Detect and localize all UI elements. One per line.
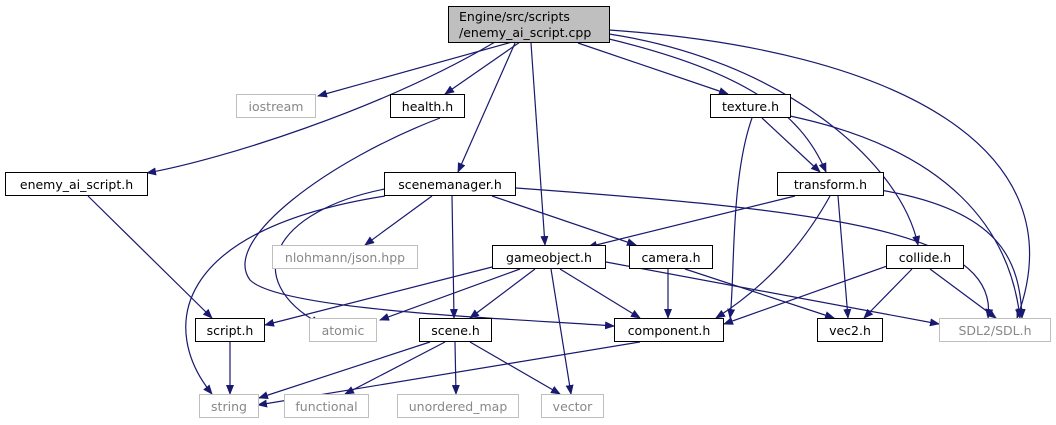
edge-gameobj-scene: [469, 268, 536, 319]
edge-collide-component: [723, 264, 891, 325]
node-camera-h[interactable]: camera.h: [629, 245, 713, 269]
edge-sm-camera: [491, 195, 637, 246]
edge-collide-vec2: [863, 268, 913, 319]
node-enemy-ai-script-cpp: Engine/src/scripts /enemy_ai_script.cpp: [448, 6, 610, 43]
edge-gameobj-script: [264, 264, 501, 327]
edge-gameobj-atomic: [379, 268, 521, 321]
node-sdl2-sdl-h: SDL2/SDL.h: [939, 318, 1051, 342]
edge-camera-vec2: [684, 268, 835, 319]
edge-root-texture: [577, 42, 729, 95]
edge-transform-component: [715, 195, 831, 319]
edge-texture-transform: [761, 117, 821, 173]
node-atomic: atomic: [309, 318, 377, 342]
edge-transform-gameobj: [587, 195, 796, 249]
edge-transform-vec2: [837, 195, 852, 319]
edge-scene-vector: [469, 341, 561, 395]
node-transform-h[interactable]: transform.h: [777, 172, 884, 196]
node-string: string: [199, 394, 259, 418]
edge-scene-unordered: [451, 341, 460, 395]
node-nlohmann-json-hpp: nlohmann/json.hpp: [272, 245, 418, 269]
node-functional: functional: [284, 394, 369, 418]
edge-enemyh-script: [87, 195, 213, 319]
edge-root-iostream: [317, 41, 513, 98]
edge-root-transform: [604, 37, 827, 173]
node-scenemanager-h[interactable]: scenemanager.h: [384, 172, 516, 196]
edge-sm-json: [364, 195, 433, 246]
edge-root-sdl: [608, 29, 1031, 319]
edge-scene-functional: [344, 341, 446, 395]
edge-scene-string: [258, 341, 431, 400]
edge-texture-sdl: [789, 115, 1023, 319]
node-enemy-ai-script-h[interactable]: enemy_ai_script.h: [5, 172, 148, 196]
root-label-path: Engine/src/scripts: [459, 8, 570, 24]
node-script-h[interactable]: script.h: [195, 318, 265, 342]
root-label-file: /enemy_ai_script.cpp: [459, 24, 592, 40]
edge-health-component: [244, 117, 615, 330]
node-collide-h[interactable]: collide.h: [886, 245, 964, 269]
edge-gameobj-sdl: [605, 261, 940, 327]
edge-gameobj-vector: [550, 268, 574, 395]
node-vec2-h[interactable]: vec2.h: [817, 318, 883, 342]
edge-root-scenemanager: [457, 42, 516, 173]
node-health-h[interactable]: health.h: [390, 94, 465, 118]
node-texture-h[interactable]: texture.h: [710, 94, 791, 118]
edge-root-enemy-ai-h: [146, 41, 496, 176]
edge-root-gameobject: [530, 42, 549, 246]
node-gameobject-h[interactable]: gameobject.h: [492, 245, 606, 269]
edge-collide-sdl: [929, 268, 997, 319]
edge-texture-component: [727, 117, 753, 319]
node-scene-h[interactable]: scene.h: [419, 318, 492, 342]
edge-transform-sdl: [879, 189, 1026, 319]
node-unordered-map: unordered_map: [397, 394, 519, 418]
edge-sm-string: [185, 195, 386, 395]
edge-root-collide: [608, 33, 921, 246]
edge-root-health: [444, 41, 521, 95]
edge-gameobj-component: [559, 268, 641, 319]
node-iostream: iostream: [236, 94, 316, 118]
edge-sm-sdl: [515, 187, 994, 319]
edge-sm-scene: [449, 195, 458, 319]
node-component-h[interactable]: component.h: [614, 318, 724, 342]
node-vector: vector: [541, 394, 604, 418]
